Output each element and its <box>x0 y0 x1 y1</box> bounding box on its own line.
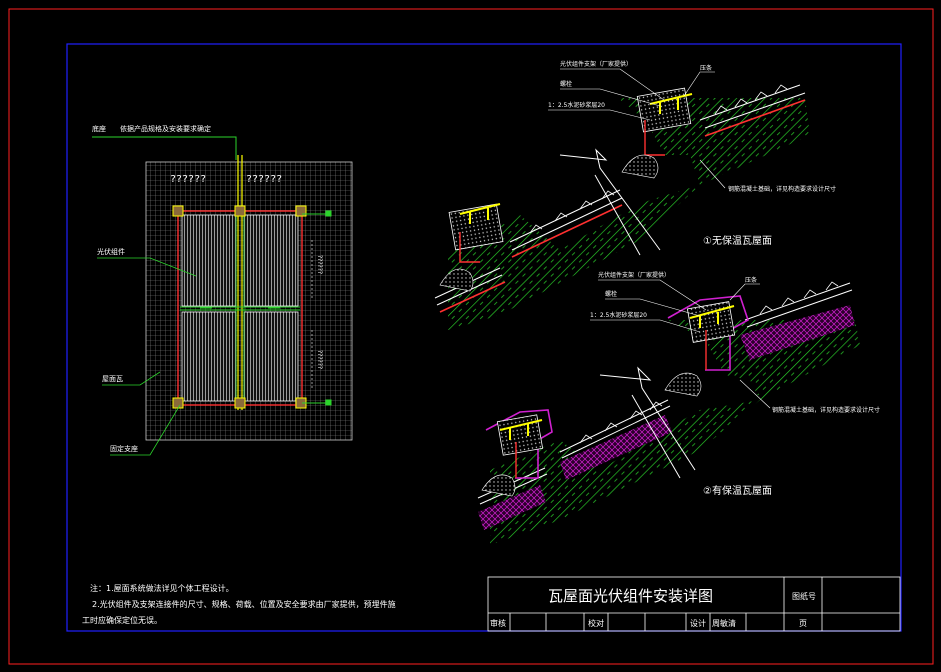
s1-leader-right <box>683 71 715 97</box>
s1-leader-concrete <box>699 159 726 189</box>
s1-leader-mid <box>560 88 661 107</box>
pv-module-2 <box>243 214 299 307</box>
s1-concrete-lower <box>448 185 700 330</box>
plan-top-note: 底座 依据产品规格及安装要求确定 <box>92 124 211 133</box>
inner-frame <box>66 43 902 632</box>
dimension-arrows <box>200 210 332 406</box>
s2-caption: ②有保温瓦屋面 <box>703 484 772 497</box>
outer-frame <box>8 8 934 665</box>
s1-membrane-upper <box>704 99 806 137</box>
leader-tile <box>102 371 161 386</box>
rail-vertical <box>237 155 243 410</box>
section-2: 光伏组件支架（厂家提供） 螺栓 1：2.5水泥砂浆层20 压条 钢筋混凝土基础，… <box>477 271 880 545</box>
s1-label-top: 光伏组件支架（厂家提供） <box>560 60 632 68</box>
s1-brackets <box>459 93 693 224</box>
s1-leader-mortar <box>548 109 651 121</box>
s1-base-red-lower <box>459 232 480 263</box>
s1-label-mortar: 1：2.5水泥砂浆层20 <box>548 101 605 109</box>
s1-caption: ①无保温瓦屋面 <box>703 234 772 247</box>
s2-base-outline-lower <box>485 409 553 479</box>
s1-tile-ribs-mid <box>529 190 615 234</box>
s2-tile-ribs-upper <box>759 281 839 315</box>
s1-mortar-blob-upper <box>621 154 659 179</box>
note-line-3: 工时应确保定位无误。 <box>82 615 162 625</box>
tb-ye: 页 <box>799 619 807 628</box>
s1-label-mid: 螺栓 <box>560 80 572 88</box>
rail-vertical-green <box>235 212 245 405</box>
s1-tiles-upper <box>699 84 806 129</box>
pv-module-3 <box>181 311 237 402</box>
s1-base-lower <box>448 203 504 251</box>
s1-membrane-lower <box>439 281 506 313</box>
s2-brackets <box>499 305 735 440</box>
notes-block: 注：1.屋面系统做法详见个体工程设计。 2.光伏组件及支架连接件的尺寸、规格、荷… <box>82 583 396 625</box>
plan-label-module: 光伏组件 <box>97 247 125 256</box>
s2-label-top: 光伏组件支架（厂家提供） <box>598 271 670 279</box>
side-label-1: ?????? <box>316 255 323 274</box>
s2-tile-ribs-mid <box>579 401 663 444</box>
s2-insulation-upper <box>740 305 855 360</box>
tb-tuhao: 图纸号 <box>792 591 816 601</box>
plan-qmarks-right: ?????? <box>246 174 282 185</box>
support-blocks <box>172 205 307 409</box>
plan-top-leader <box>92 136 237 160</box>
drawing-title: 瓦屋面光伏组件安装详图 <box>548 587 713 605</box>
s2-break-line-2 <box>631 394 681 479</box>
s1-label-right: 压条 <box>700 64 712 72</box>
s2-insulation-lower <box>478 485 546 530</box>
s2-base-upper <box>686 301 736 343</box>
s1-label-concrete: 钢筋混凝土基础，详见构造要求设计尺寸 <box>728 185 836 193</box>
s1-leader-top <box>560 68 665 101</box>
s2-mortar-blob-upper <box>664 372 702 397</box>
plan-qmarks-left: ?????? <box>170 174 206 185</box>
s2-leader-top <box>598 279 707 311</box>
s2-concrete-lower <box>490 400 760 545</box>
s2-leader-mortar <box>590 319 701 333</box>
tb-designer: 周敏清 <box>712 618 736 628</box>
s2-mortar-blob-lower <box>481 474 516 497</box>
note-line-2: 2.光伏组件及支架连接件的尺寸、规格、荷载、位置及安全要求由厂家提供，预埋件施 <box>92 599 396 609</box>
s2-label-concrete: 钢筋混凝土基础，详见构造要求设计尺寸 <box>772 406 880 414</box>
s2-tiles-mid <box>559 399 671 459</box>
tb-shenhe: 审核 <box>490 618 506 628</box>
s2-base-lower <box>496 414 544 456</box>
leader-support <box>110 404 181 456</box>
plan-label-tile: 屋面瓦 <box>102 375 123 383</box>
leader-module <box>97 257 197 277</box>
s1-membrane-mid <box>511 204 623 258</box>
s1-break-line <box>559 148 661 251</box>
title-block <box>487 576 901 632</box>
side-label-2: ?????? <box>316 350 323 369</box>
plan-view: ?????? ?????? ?????? ?????? 底座 依据产品规格及安装… <box>92 124 353 456</box>
s1-mortar-blob-lower <box>439 268 474 292</box>
rail-horizontal <box>180 306 300 311</box>
section-1: 光伏组件支架（厂家提供） 螺栓 1：2.5水泥砂浆层20 压条 钢筋混凝土基础，… <box>434 60 836 330</box>
s2-base-outline-upper <box>667 295 749 371</box>
s2-label-mid: 螺栓 <box>605 290 617 298</box>
pv-module-4 <box>243 311 299 402</box>
s2-leader-concrete <box>739 379 771 409</box>
s2-leader-mid <box>605 298 701 317</box>
s2-tiles-upper <box>744 282 853 328</box>
tb-jiaodui: 校对 <box>588 618 604 628</box>
s2-break-line <box>599 366 696 471</box>
s2-insulation-mid <box>560 415 672 480</box>
s2-label-mortar: 1：2.5水泥砂浆层20 <box>590 311 647 319</box>
plan-label-support: 固定支座 <box>110 444 138 453</box>
pv-module-1 <box>181 214 237 307</box>
s2-leader-right <box>729 283 760 301</box>
note-line-1: 注：1.屋面系统做法详见个体工程设计。 <box>90 583 234 593</box>
s2-label-right: 压条 <box>745 276 757 284</box>
s2-concrete-upper <box>668 320 860 400</box>
tb-sheji: 设计 <box>690 618 706 628</box>
s1-break-line-2 <box>594 174 641 256</box>
s1-tile-ribs-upper <box>714 84 788 115</box>
